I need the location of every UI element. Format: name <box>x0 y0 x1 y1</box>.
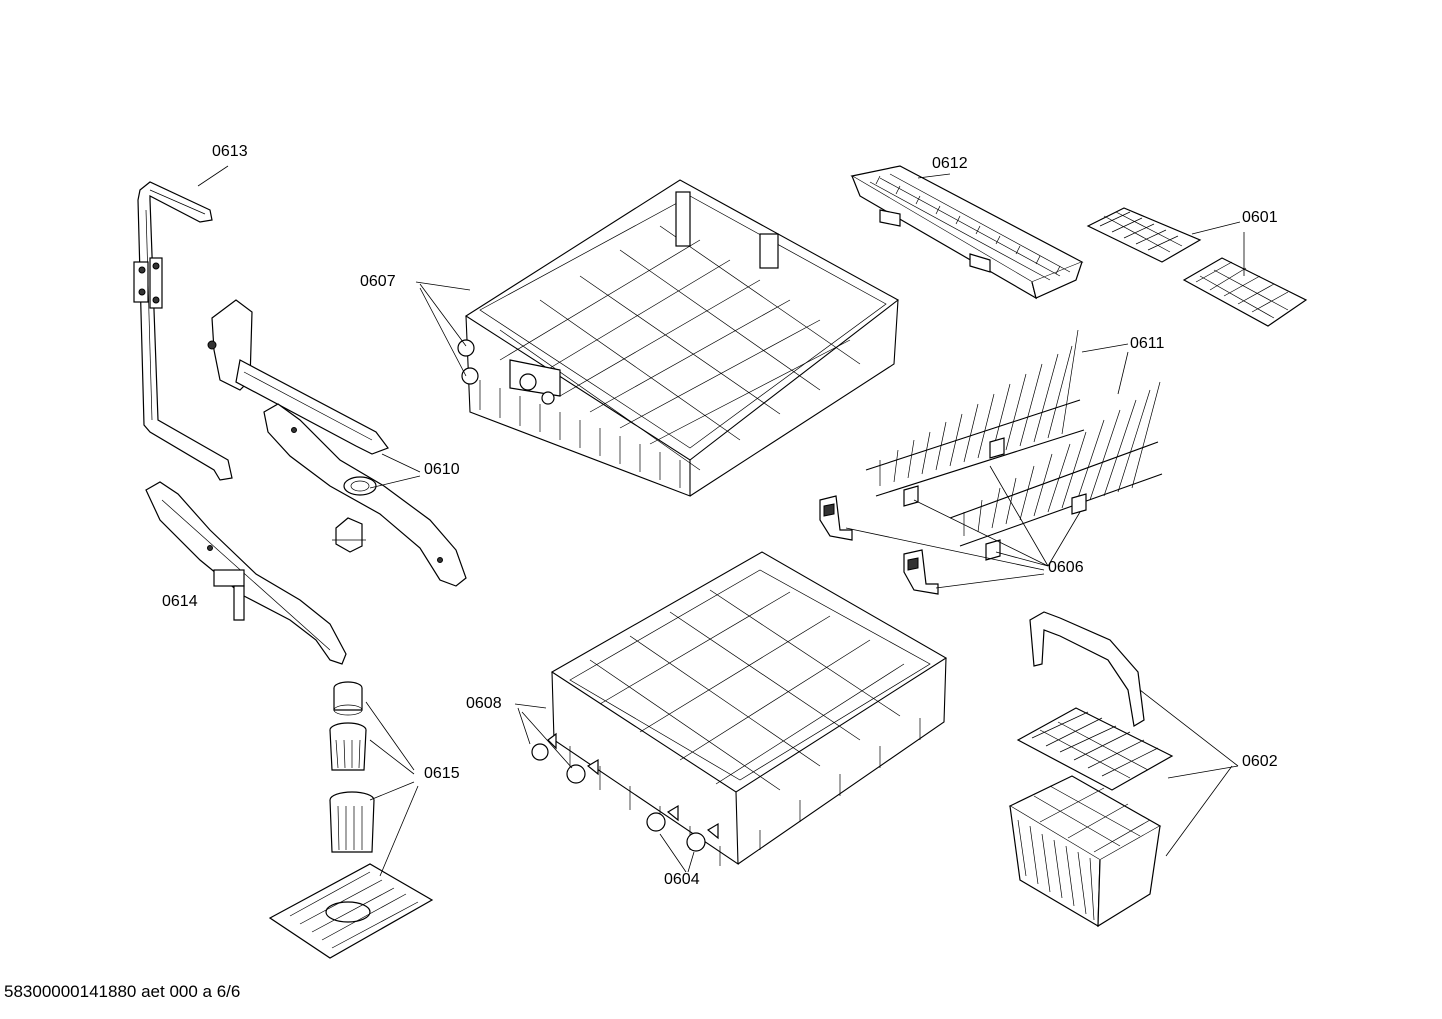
label-0610: 0610 <box>424 461 460 478</box>
label-0604: 0604 <box>664 871 700 888</box>
label-0615: 0615 <box>424 765 460 782</box>
label-0602: 0602 <box>1242 753 1278 770</box>
label-0613: 0613 <box>212 143 248 160</box>
cutlery-basket-0602 <box>1008 611 1174 928</box>
label-0608: 0608 <box>466 695 502 712</box>
label-0612: 0612 <box>932 155 968 172</box>
upper-basket-0607 <box>457 179 900 497</box>
flaps-0601 <box>1086 207 1308 327</box>
holders-0606 <box>819 437 1087 595</box>
upper-spray-arm-0610 <box>207 299 467 587</box>
label-0607: 0607 <box>360 273 396 290</box>
label-0614: 0614 <box>162 593 198 610</box>
document-code: 58300000141880 aet 000 a 6/6 <box>4 982 241 1001</box>
label-0606: 0606 <box>1048 559 1084 576</box>
supply-pipe-0613 <box>133 181 233 481</box>
label-0611: 0611 <box>1130 335 1165 352</box>
lower-spray-arm-0614 <box>145 481 347 665</box>
lower-basket-0608 <box>531 551 948 866</box>
label-0601: 0601 <box>1242 209 1278 226</box>
cutlery-rack-0612 <box>850 165 1084 300</box>
filter-set-0615 <box>268 681 434 959</box>
leader-lines <box>197 165 1245 877</box>
plate-racks-0611 <box>865 329 1163 547</box>
